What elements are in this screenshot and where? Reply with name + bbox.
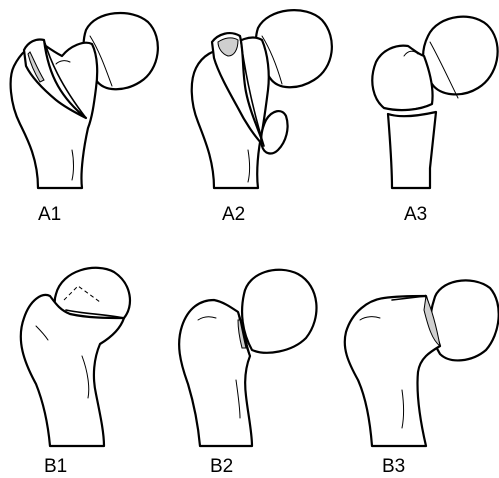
femoral-shaft (21, 295, 124, 446)
proximal-fragment (372, 46, 432, 110)
panel-b2: B2 (179, 270, 316, 477)
panel-b1: B1 (21, 268, 130, 477)
femoral-head (431, 280, 499, 360)
panel-label: A1 (38, 204, 61, 225)
panel-label: B2 (210, 456, 233, 477)
panel-label: B3 (382, 456, 405, 477)
panel-a3: A3 (372, 17, 497, 225)
panel-label: A2 (222, 204, 245, 225)
panel-a1: A1 (11, 13, 158, 225)
panel-a2: A2 (192, 10, 332, 225)
panel-label: A3 (404, 204, 427, 225)
femoral-head (242, 270, 316, 353)
femoral-head (423, 17, 498, 95)
femoral-shaft (179, 300, 252, 446)
panel-b3: B3 (345, 280, 499, 477)
femoral-shaft (388, 112, 436, 188)
panel-label: B1 (44, 456, 67, 477)
